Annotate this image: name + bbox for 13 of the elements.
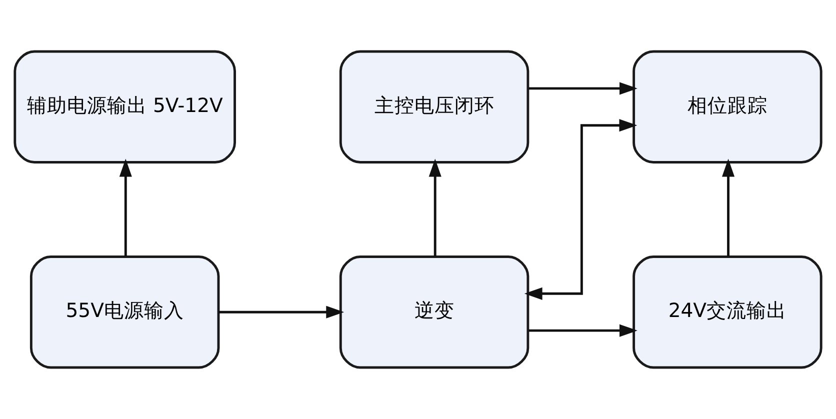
arrow: [428, 158, 442, 257]
arrow: [218, 306, 344, 318]
node-box: 主控电压闭环: [339, 50, 530, 164]
arrow: [722, 158, 735, 257]
arrow: [119, 158, 132, 257]
node-box: 24V交流输出: [632, 256, 822, 369]
arrow: [524, 119, 638, 300]
node-box: 辅助电源输出 5V-12V: [14, 50, 236, 164]
node-box: 相位跟踪: [632, 50, 822, 164]
node-box: 逆变: [339, 256, 530, 369]
arrow: [528, 324, 638, 337]
arrow: [528, 82, 638, 95]
node-box: 55V电源输入: [30, 256, 220, 369]
